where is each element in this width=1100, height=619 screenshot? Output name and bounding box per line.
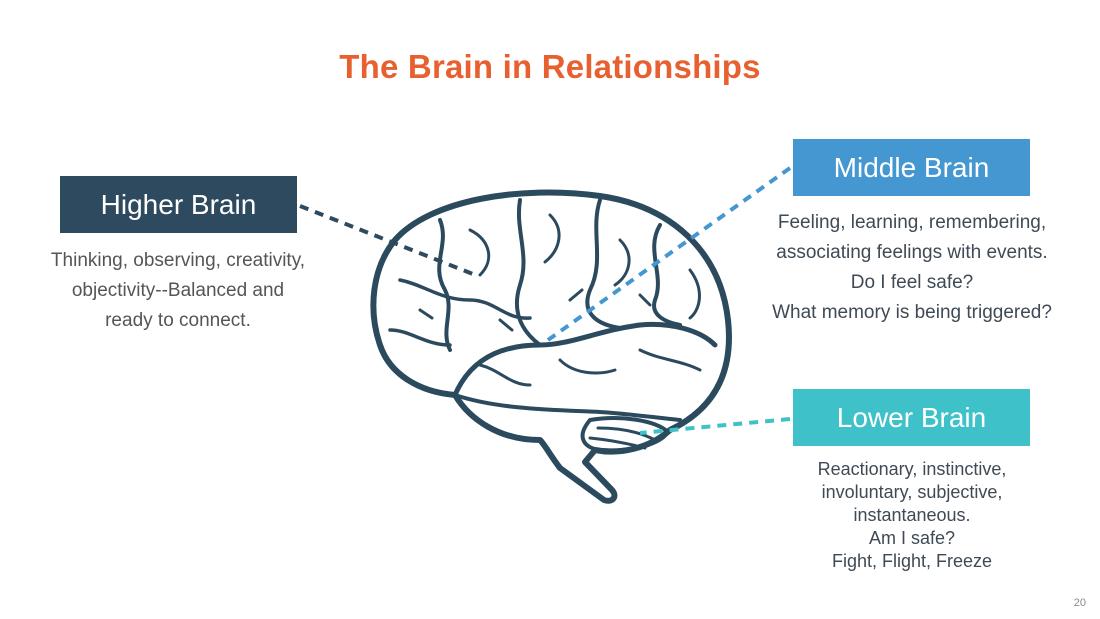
lower-brain-label-text: Lower Brain [836, 401, 987, 433]
description-line: objectivity--Balanced and [71, 280, 285, 301]
description-line: Do I feel safe? [850, 272, 974, 293]
lower-brain-description: Reactionary, instinctive, involuntary, s… [792, 458, 1032, 573]
description-line: instantaneous. [853, 505, 971, 525]
description-line: Reactionary, instinctive, [817, 459, 1007, 479]
brain-icon [370, 189, 732, 504]
description-line: Am I safe? [868, 528, 956, 548]
higher-brain-label: Higher Brain [60, 176, 297, 233]
page-number: 20 [1073, 597, 1086, 609]
description-line: associating feelings with events. [776, 242, 1048, 263]
middle-brain-description: Feeling, learning, remembering, associat… [752, 208, 1072, 328]
description-line: involuntary, subjective, [821, 482, 1003, 502]
description-line: Thinking, observing, creativity, [50, 250, 306, 271]
lower-brain-label: Lower Brain [793, 389, 1030, 446]
middle-brain-label-text: Middle Brain [833, 151, 990, 183]
higher-brain-label-text: Higher Brain [100, 188, 257, 220]
description-line: What memory is being triggered? [772, 302, 1052, 323]
description-line: Fight, Flight, Freeze [831, 551, 993, 571]
middle-brain-label: Middle Brain [793, 139, 1030, 196]
slide-title: The Brain in Relationships [339, 48, 761, 85]
higher-brain-description: Thinking, observing, creativity, objecti… [20, 246, 336, 336]
middle-connector [546, 166, 792, 342]
description-line: Feeling, learning, remembering, [777, 212, 1047, 233]
description-line: ready to connect. [105, 310, 251, 331]
